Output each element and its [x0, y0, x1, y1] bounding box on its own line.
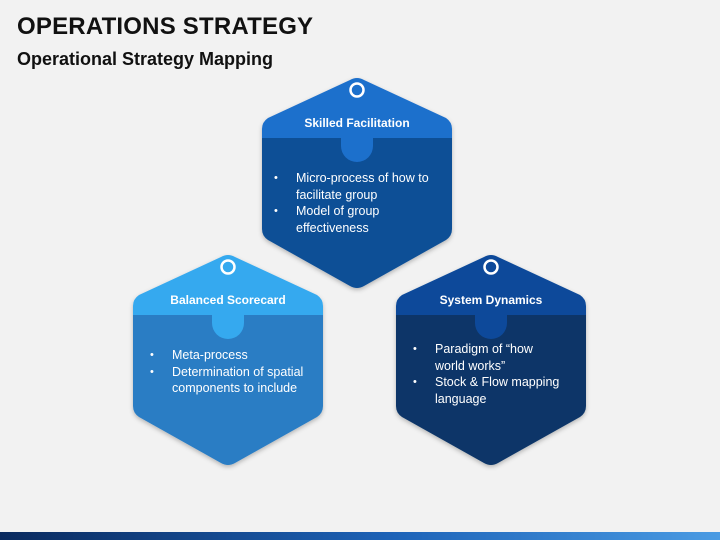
- card-system-dynamics-header: [396, 255, 586, 315]
- list-item: Paradigm of “how world works”: [411, 341, 561, 374]
- list-item: Model of group effectiveness: [272, 203, 450, 236]
- list-item: Stock & Flow mapping language: [411, 374, 561, 407]
- list-item: Meta-process: [148, 347, 308, 364]
- card-skilled-facilitation-ring-icon: [349, 82, 365, 98]
- card-system-dynamics-list: Paradigm of “how world works” Stock & Fl…: [411, 341, 561, 407]
- card-balanced-scorecard-ring-icon: [220, 259, 236, 275]
- page-title: OPERATIONS STRATEGY: [17, 13, 314, 40]
- list-item: Determination of spatial components to i…: [148, 364, 308, 397]
- card-system-dynamics-label: System Dynamics: [439, 293, 543, 307]
- list-item: Micro-process of how to facilitate group: [272, 170, 450, 203]
- card-balanced-scorecard-header: [133, 255, 323, 315]
- card-skilled-facilitation-label: Skilled Facilitation: [304, 116, 410, 130]
- card-skilled-facilitation-header: [262, 78, 452, 138]
- card-system-dynamics-tab: [475, 315, 507, 339]
- card-balanced-scorecard-list: Meta-process Determination of spatial co…: [148, 347, 308, 397]
- card-skilled-facilitation-tab: [341, 138, 373, 162]
- card-balanced-scorecard-tab: [212, 315, 244, 339]
- card-skilled-facilitation-list: Micro-process of how to facilitate group…: [272, 170, 450, 236]
- footer-bar: [0, 532, 720, 540]
- card-system-dynamics-ring-icon: [483, 259, 499, 275]
- card-balanced-scorecard-label: Balanced Scorecard: [170, 293, 286, 307]
- page-subtitle: Operational Strategy Mapping: [17, 49, 274, 69]
